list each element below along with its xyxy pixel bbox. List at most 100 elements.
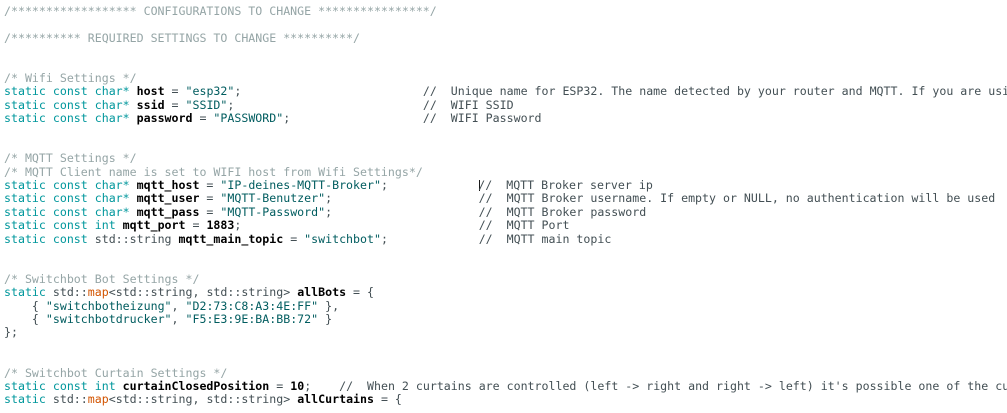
code-line — [4, 18, 1007, 31]
token-id: host — [136, 84, 165, 99]
token-pl: ; — [325, 204, 479, 219]
token-str: "D2:73:C8:A3:4E:FF" — [185, 298, 319, 313]
code-line: static const char* ssid = "SSID"; // WIF… — [4, 97, 1007, 112]
token-c2: // MQTT Broker password — [478, 204, 647, 219]
token-kw: static — [4, 392, 46, 407]
token-pl: }; — [4, 325, 18, 340]
token-id: mqtt_port — [122, 218, 186, 233]
token-kw: static const char* — [4, 97, 130, 112]
token-str: "PASSWORD" — [213, 111, 284, 126]
code-line — [4, 45, 1007, 58]
token-kw: static const — [4, 231, 88, 246]
token-c1: /* Switchbot Curtain Settings */ — [4, 365, 228, 380]
token-id: mqtt_main_topic — [178, 231, 284, 246]
token-id: curtainClosedPosition — [122, 378, 270, 393]
code-line — [4, 59, 1007, 72]
token-pl: = — [199, 204, 221, 219]
code-line: static const char* mqtt_user = "MQTT-Ben… — [4, 192, 1007, 205]
token-pl: ; — [325, 191, 479, 206]
code-line — [4, 353, 1007, 366]
token-pl: std:: — [45, 285, 88, 300]
code-line: /* Switchbot Curtain Settings */ — [4, 365, 1007, 380]
token-kw: static — [4, 285, 46, 300]
token-kw: static const char* — [4, 204, 130, 219]
token-pl: = — [199, 191, 221, 206]
token-id: mqtt_user — [136, 191, 200, 206]
token-id: mqtt_pass — [136, 204, 200, 219]
token-str: "switchbot" — [304, 231, 381, 246]
token-pl: = { — [346, 285, 374, 300]
token-c2: // When 2 curtains are controlled (left … — [339, 378, 1007, 393]
token-kw: static const char* — [4, 111, 130, 126]
token-str: "switchbotdrucker" — [45, 311, 172, 326]
token-id: mqtt_host — [136, 178, 200, 193]
token-pl: }, — [318, 298, 340, 313]
token-pl — [130, 178, 137, 192]
token-pl: <std::string, std::string> — [108, 392, 298, 407]
token-c2: // MQTT Broker username. If empty or NUL… — [478, 191, 996, 206]
token-str: "SSID" — [185, 97, 228, 112]
token-id: ssid — [136, 97, 165, 112]
code-line: static std::map<std::string, std::string… — [4, 393, 1007, 406]
code-line — [4, 246, 1007, 259]
token-pl: = { — [373, 392, 402, 407]
token-str: "IP-deines-MQTT-Broker" — [220, 178, 381, 193]
token-kw: static const char* — [4, 178, 130, 193]
code-line: }; — [4, 326, 1007, 339]
token-pl: = — [185, 218, 207, 233]
token-c1: /* MQTT Settings */ — [4, 151, 137, 166]
token-pl: = — [192, 111, 214, 126]
text-cursor — [478, 180, 480, 192]
token-pl: , — [171, 311, 186, 326]
code-line: { "switchbotheizung", "D2:73:C8:A3:4E:FF… — [4, 298, 1007, 313]
code-line: static const char* mqtt_pass = "MQTT-Pas… — [4, 204, 1007, 219]
token-id: allCurtains — [297, 392, 374, 407]
token-c2: // WIFI SSID — [422, 97, 514, 112]
token-c2: // MQTT main topic — [478, 231, 612, 246]
token-c2: // MQTT Broker server ip — [478, 178, 653, 193]
token-pl: std:: — [45, 392, 88, 407]
token-pl: { — [4, 298, 46, 313]
token-pl: = — [164, 84, 186, 99]
token-pl: = — [269, 378, 291, 393]
code-line: /* MQTT Client name is set to WIFI host … — [4, 164, 1007, 179]
code-line: static const char* password = "PASSWORD"… — [4, 111, 1007, 126]
token-pl — [116, 218, 123, 232]
token-pl: } — [318, 311, 333, 326]
token-pl: ; — [380, 178, 479, 193]
token-kw: static const char* — [4, 191, 130, 206]
token-pl: = — [164, 97, 186, 112]
token-str: "switchbotheizung" — [45, 298, 172, 313]
token-c1: /* MQTT Client name is set to WIFI host … — [4, 164, 423, 179]
token-c1: /* Switchbot Bot Settings */ — [4, 271, 200, 286]
token-str: "MQTT-Benutzer" — [220, 191, 326, 206]
token-pl: = — [199, 178, 221, 193]
token-pl: ; — [283, 111, 423, 126]
code-line: static const char* mqtt_host = "IP-deine… — [4, 178, 1007, 193]
token-c2: // WIFI Password — [422, 111, 542, 126]
token-num: 1883 — [206, 218, 235, 233]
token-pl: = — [283, 231, 305, 246]
token-c2: // Unique name for ESP32. The name detec… — [422, 84, 1007, 99]
token-c1: /********** REQUIRED SETTINGS TO CHANGE … — [4, 30, 360, 45]
code-line: /* Wifi Settings */ — [4, 71, 1007, 85]
token-id: password — [136, 111, 193, 126]
token-str: "MQTT-Password" — [220, 204, 326, 219]
code-line — [4, 259, 1007, 272]
code-line: static const char* host = "esp32"; // Un… — [4, 85, 1007, 98]
token-pl: std::string — [87, 231, 179, 246]
token-id: allBots — [297, 285, 347, 300]
token-pl: ; — [304, 378, 340, 393]
token-pl — [130, 84, 137, 98]
code-line — [4, 139, 1007, 152]
token-num: 10 — [290, 378, 305, 393]
token-c2: // MQTT Port — [478, 218, 570, 233]
code-line — [4, 126, 1007, 139]
code-line: /****************** CONFIGURATIONS TO CH… — [4, 4, 1007, 18]
code-line: static std::map<std::string, std::string… — [4, 286, 1007, 299]
code-line: /* MQTT Settings */ — [4, 152, 1007, 165]
token-pl — [116, 379, 123, 393]
code-line: /* Switchbot Bot Settings */ — [4, 271, 1007, 286]
token-kw: static const char* — [4, 84, 130, 99]
